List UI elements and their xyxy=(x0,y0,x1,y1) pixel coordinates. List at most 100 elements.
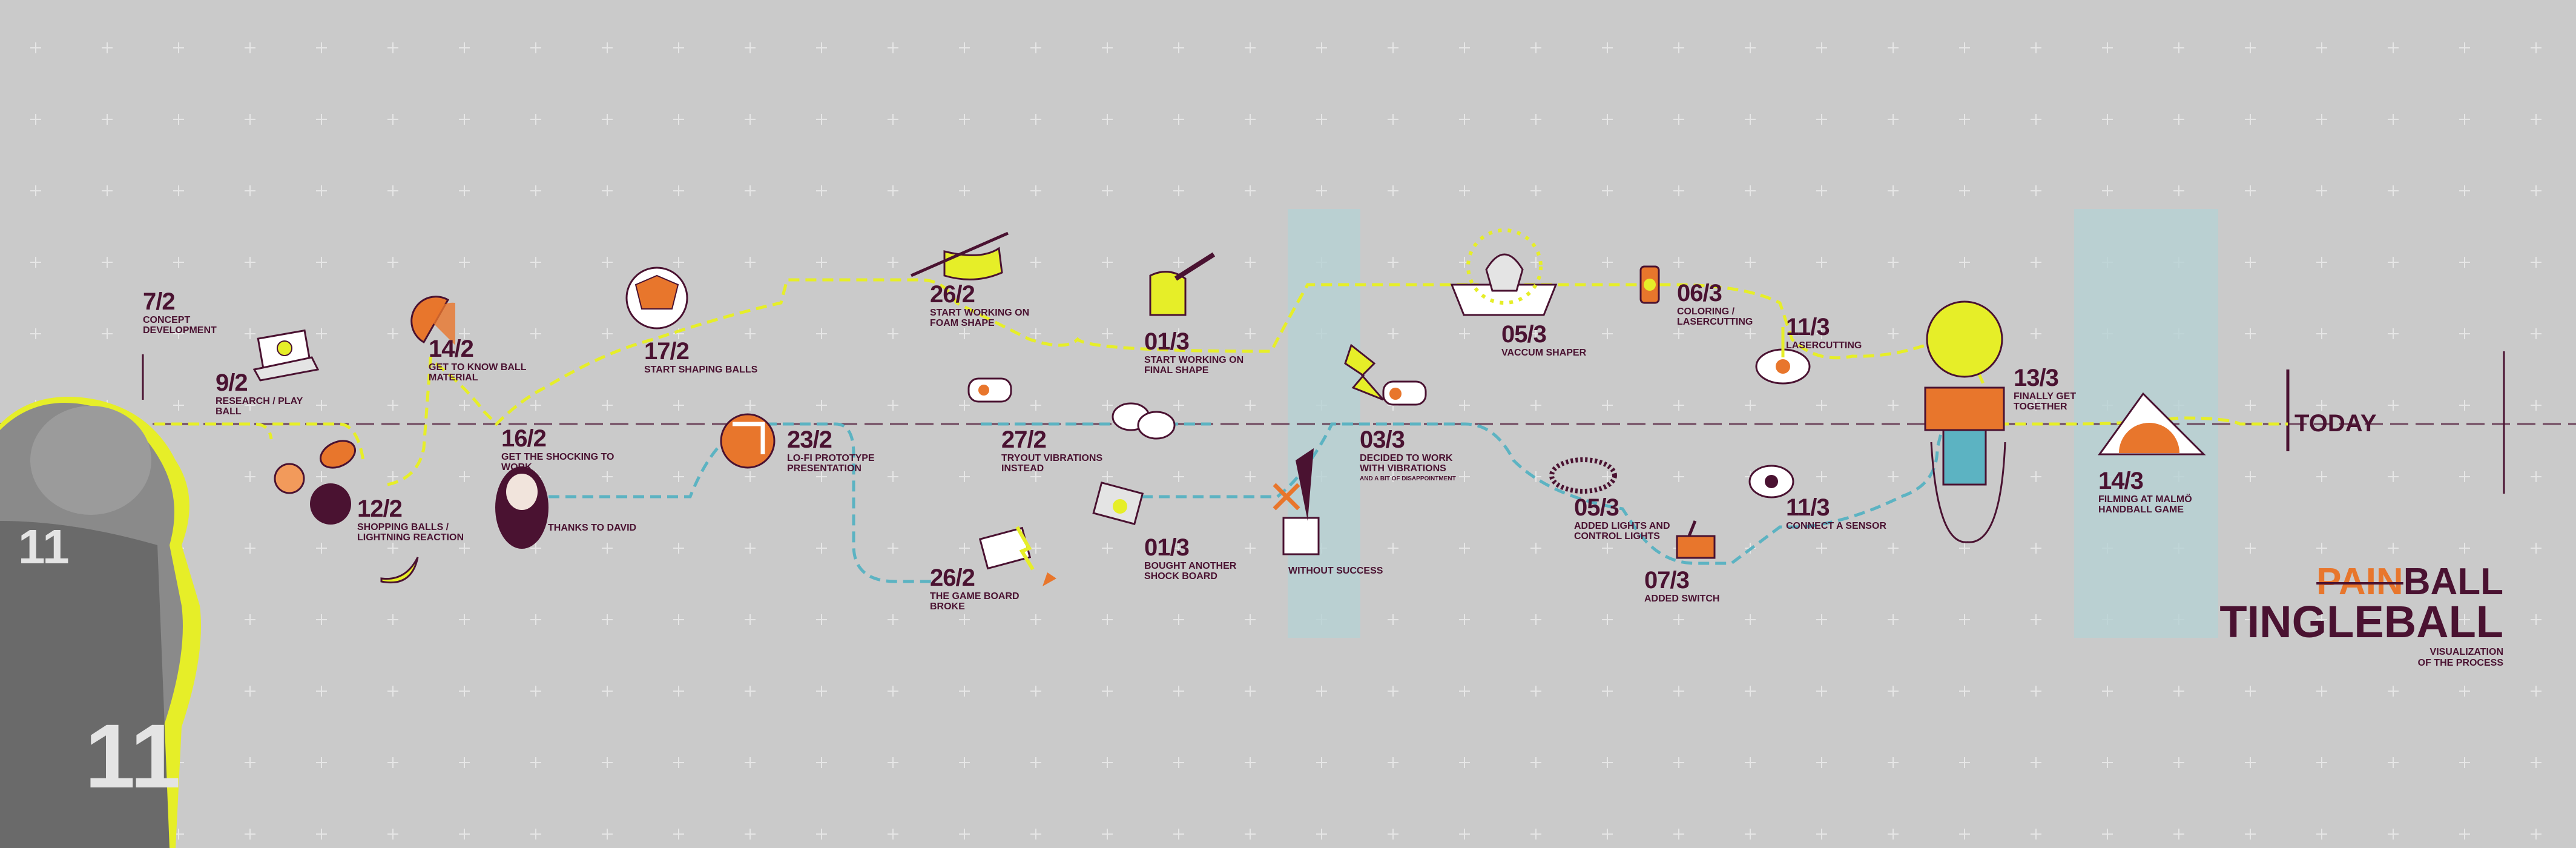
event-description: START WORKING ON FOAM SHAPE xyxy=(930,308,1030,328)
event-description: TRYOUT VIBRATIONS INSTEAD xyxy=(1001,453,1103,474)
half-ball-icon xyxy=(410,296,455,345)
event-description: START SHAPING BALLS xyxy=(644,365,758,375)
event-date: 03/3 xyxy=(1360,426,1405,453)
lightning-icon xyxy=(1344,343,1385,401)
event-description: LASERCUTTING xyxy=(1786,340,1862,351)
handball-icon xyxy=(625,267,688,330)
event-date: 7/2 xyxy=(143,288,176,315)
event-description: FINALLY GET TOGETHER xyxy=(2014,391,2077,412)
teal-path xyxy=(515,422,1945,583)
failed-x-icon xyxy=(1273,448,1320,555)
vacuum-shaper-icon xyxy=(1450,228,1558,316)
switch-icon xyxy=(1676,520,1716,559)
speech-bubbles-icon xyxy=(1112,402,1176,440)
event-date: 06/3 xyxy=(1677,280,1722,306)
bearded-man-icon xyxy=(495,466,548,549)
court-icon xyxy=(2098,392,2206,455)
event-date: 01/3 xyxy=(1144,534,1190,561)
event-date: 14/3 xyxy=(2098,468,2144,494)
event-date: 23/2 xyxy=(787,426,832,453)
laser-disc-icon xyxy=(1755,327,1811,385)
banana-icon xyxy=(380,557,419,584)
event-date: 01/3 xyxy=(1144,328,1190,355)
event-date: 12/2 xyxy=(357,495,403,522)
event-date: 9/2 xyxy=(216,369,248,396)
vibration-motor-icon xyxy=(1382,380,1427,406)
failure-note: WITHOUT SUCCESS xyxy=(1288,566,1383,576)
brand-top: PAINBALL xyxy=(2219,563,2503,601)
subtitle-line-2: OF THE PROCESS xyxy=(2417,657,2503,668)
event-description: THE GAME BOARD BROKE xyxy=(930,591,1020,612)
event-description: CONCEPT DEVELOPMENT xyxy=(143,315,217,336)
event-description: GET TO KNOW BALL MATERIAL xyxy=(429,362,527,383)
event-date: 05/3 xyxy=(1501,321,1547,348)
event-date: 26/2 xyxy=(930,565,975,591)
event-date: 11/3 xyxy=(1786,494,1830,521)
balls-icon xyxy=(274,440,356,525)
event-description: START WORKING ON FINAL SHAPE xyxy=(1144,355,1244,376)
led-ring-icon xyxy=(1549,457,1617,494)
player-illustration: 11 11 xyxy=(0,397,201,848)
event-description: GET THE SHOCKING TO WORK xyxy=(501,452,614,472)
event-description: DECIDED TO WORK WITH VIBRATIONS xyxy=(1360,453,1453,474)
event-description: SHOPPING BALLS / LIGHTNING REACTION xyxy=(357,522,464,543)
event-description: CONNECT A SENSOR xyxy=(1786,521,1886,531)
final-ball-icon xyxy=(1924,300,2006,543)
event-description: COLORING / LASERCUTTING xyxy=(1677,306,1753,327)
event-description: RESEARCH / PLAY BALL xyxy=(216,396,303,417)
shock-board-icon xyxy=(1092,481,1144,525)
brand-ball: BALL xyxy=(2403,561,2503,603)
event-description: ADDED SWITCH xyxy=(1644,594,1720,604)
event-date: 14/2 xyxy=(429,336,474,362)
subtitle-line-1: VISUALIZATION xyxy=(2429,647,2503,658)
brand-name: TINGLEBALL xyxy=(2219,597,2503,647)
broken-board-icon xyxy=(978,526,1056,586)
event-note: AND A BIT OF DISAPPOINTMENT xyxy=(1360,475,1456,482)
spray-can-icon xyxy=(1639,265,1660,304)
brand-strike: PAIN xyxy=(2316,561,2403,603)
event-date: 17/2 xyxy=(644,338,690,365)
event-date: 13/3 xyxy=(2014,365,2059,391)
yellow-path xyxy=(154,278,2288,486)
svg-text:11: 11 xyxy=(85,705,181,807)
event-date: 26/2 xyxy=(930,281,975,308)
event-date: 27/2 xyxy=(1001,426,1047,453)
event-description: LO-FI PROTOTYPE PRESENTATION xyxy=(787,453,875,474)
title-block: PAINBALL TINGLEBALL VISUALIZATION OF THE… xyxy=(2219,563,2503,668)
event-date: 05/3 xyxy=(1574,494,1619,521)
cutter-icon xyxy=(1149,252,1216,316)
prototype-ball-icon xyxy=(720,413,776,469)
event-date: 07/3 xyxy=(1644,567,1690,594)
event-date: 16/2 xyxy=(501,425,547,452)
event-description: FILMING AT MALMÖ HANDBALL GAME xyxy=(2098,494,2192,515)
svg-text:11: 11 xyxy=(18,520,70,574)
foam-roll-icon xyxy=(910,231,1009,280)
laptop-icon xyxy=(252,329,320,382)
event-description: ADDED LIGHTS AND CONTROL LIGHTS xyxy=(1574,521,1670,542)
event-date: 11/3 xyxy=(1786,314,1830,340)
event-description: VACCUM SHAPER xyxy=(1501,348,1587,358)
motor-icon xyxy=(967,377,1012,403)
